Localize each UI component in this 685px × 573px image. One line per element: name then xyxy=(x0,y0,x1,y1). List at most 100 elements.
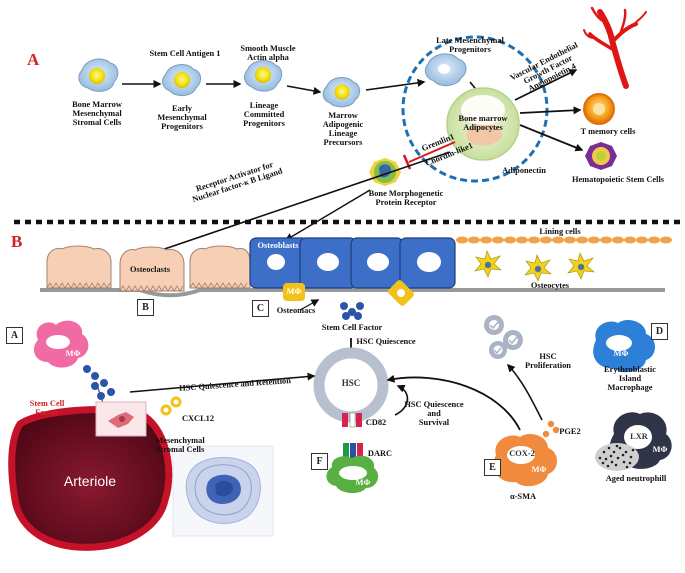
label-scf-center: Stem Cell Factor xyxy=(321,323,383,332)
label-osteoclasts: Osteoclasts xyxy=(129,265,170,274)
label-qs-line2: and xyxy=(427,409,441,419)
lining-cells-row xyxy=(456,236,672,244)
box-letter-a: A xyxy=(6,327,23,344)
label-msc-line1: Mesenchymal xyxy=(155,436,205,445)
label-ery-line3: Macrophage xyxy=(607,383,653,393)
label-early-line1: Early xyxy=(171,104,192,113)
arrow-committed-precursor xyxy=(286,85,322,95)
label-scf-left: Stem Cell Factor xyxy=(25,399,69,417)
label-aged-neutrophil: Aged neutrophill xyxy=(605,474,667,483)
label-late-progenitors: Late Mesenchymal Progenitors xyxy=(432,36,508,54)
label-osteocytes: Osteocytes xyxy=(530,281,570,290)
label-qs-line3: Survival xyxy=(418,418,450,428)
label-adipogenic-line3: Lineage xyxy=(328,129,358,139)
label-adiponectin: Adiponectin xyxy=(502,166,546,175)
arrow-pge2-proliferation xyxy=(506,363,543,421)
arrow-rankl xyxy=(136,151,451,260)
label-late-line2: Progenitors xyxy=(449,45,491,55)
label-lineage-line1: Lineage xyxy=(249,101,279,110)
label-smooth-muscle-line1: Smooth Muscle xyxy=(240,44,296,53)
box-letter-e: E xyxy=(484,459,501,476)
osteoclast-3 xyxy=(189,245,251,289)
label-bmsc-line1: Bone Marrow xyxy=(72,100,122,109)
label-ery-line2: Island xyxy=(618,374,642,384)
label-lining-cells: Lining cells xyxy=(539,227,581,236)
label-cxcl12: CXCL12 xyxy=(181,414,215,423)
osteomac-cell xyxy=(283,280,414,306)
label-smooth-muscle: Smooth Muscle Actin alpha xyxy=(236,44,300,62)
darc-receptor xyxy=(343,443,363,459)
label-bmsc-line2: Mesenchymal xyxy=(72,109,122,119)
arrow-osteomacs xyxy=(299,299,320,311)
label-bmsc-line3: Stromal Cells xyxy=(72,118,122,128)
bmsc-cell xyxy=(78,58,119,92)
label-t-memory: T memory cells xyxy=(580,127,636,136)
label-hsc-purple: Hematopoietic Stem Cells xyxy=(571,175,665,184)
label-ery-line1: Erythroblastic xyxy=(604,365,656,374)
pink-macrophage xyxy=(33,320,89,368)
bmp-receptor-cell xyxy=(369,158,401,186)
arrow-precursor-late xyxy=(365,78,426,91)
label-hsc-quiescence: HSC Quiescence xyxy=(356,337,416,346)
aged-neutrophil xyxy=(595,443,639,471)
label-prolif-line2: Proliferation xyxy=(525,361,571,371)
panel-label-a: A xyxy=(27,50,40,69)
pge2-molecules xyxy=(542,420,560,438)
label-scf-left-line2: Factor xyxy=(35,408,59,418)
label-pge2: PGE2 xyxy=(559,427,581,436)
arrow-adipocyte-vessel xyxy=(514,69,578,101)
box-letter-f: F xyxy=(311,453,328,470)
cxcl12-molecules xyxy=(160,396,182,416)
adipocyte-niche-circle xyxy=(401,35,549,183)
label-lxr: LXR xyxy=(630,432,648,441)
osteoblast-row xyxy=(249,237,456,289)
label-bmp-line1: Bone Morphogenetic xyxy=(368,189,444,198)
osteoclast-2 xyxy=(119,246,185,292)
arrow-survival xyxy=(394,384,409,416)
label-msc: Mesenchymal Stromal Cells xyxy=(148,436,212,454)
label-smooth-muscle-line2: Actin alpha xyxy=(247,53,289,63)
label-adipogenic-line2: Adipogenic xyxy=(322,120,364,130)
label-prolif-line1: HSC xyxy=(539,352,557,361)
inhibition-gremlin xyxy=(408,141,456,163)
arrow-retention xyxy=(129,372,316,393)
label-mphi-osteomac: MΦ xyxy=(286,287,302,296)
osteoclast-1 xyxy=(46,245,112,289)
label-mphi-orange: MΦ xyxy=(531,465,547,474)
late-progenitor-cell xyxy=(424,53,467,86)
arrow-adipocyte-tmemory xyxy=(519,106,582,115)
label-adipocytes-line1: Bone marrow xyxy=(458,114,508,123)
label-darc: DARC xyxy=(367,449,393,458)
label-adipogenic-precursors: Marrow Adipogenic Lineage Precursors xyxy=(312,111,374,147)
label-arteriole: Arteriole xyxy=(63,473,117,489)
label-mphi-blue: MΦ xyxy=(613,349,629,358)
osteocytes xyxy=(474,250,595,282)
t-memory-cell xyxy=(583,93,615,125)
label-cox2: COX-2 xyxy=(509,449,535,458)
cd82-receptor xyxy=(342,412,362,428)
label-stem-cell-antigen: Stem Cell Antigen 1 xyxy=(149,49,221,58)
hsc-purple-cell xyxy=(585,142,617,170)
label-mphi-green: MΦ xyxy=(355,478,371,487)
label-hsc: HSC xyxy=(341,378,361,388)
green-macrophage xyxy=(326,455,379,494)
label-cd82: CD82 xyxy=(365,418,387,427)
label-msc-line2: Stromal Cells xyxy=(155,445,205,455)
label-early-line3: Progenitors xyxy=(161,122,203,132)
adipogenic-precursor-cell xyxy=(322,77,361,108)
erythroblastic-macrophage xyxy=(593,320,655,373)
label-osteoblasts: Osteoblasts xyxy=(257,241,299,250)
box-letter-d: D xyxy=(651,323,668,340)
label-lineage-committed: Lineage Committed Progenitors xyxy=(233,101,295,128)
arrow-quiescence-e xyxy=(386,374,521,431)
early-progenitor-cell xyxy=(162,64,201,96)
label-early-progenitors: Early Mesenchymal Progenitors xyxy=(150,104,214,131)
label-bmp-receptor: Bone Morphogenetic Protein Receptor xyxy=(364,189,448,207)
label-bmsc: Bone Marrow Mesenchymal Stromal Cells xyxy=(67,100,127,127)
label-quiescence-survival: HSC Quiescence and Survival xyxy=(398,400,470,427)
label-scf-left-line1: Stem Cell xyxy=(29,399,65,408)
label-adipocytes-line2: Adipocytes xyxy=(463,123,503,133)
stromal-cell-image xyxy=(172,445,274,537)
label-mphi-pink: MΦ xyxy=(65,349,81,358)
